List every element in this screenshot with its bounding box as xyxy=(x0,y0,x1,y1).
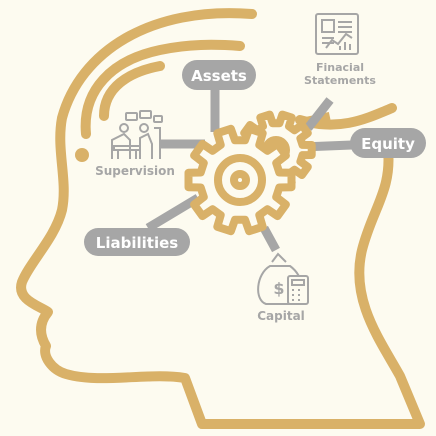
liabilities-pill xyxy=(84,228,190,256)
head-dot xyxy=(75,148,89,162)
report-document-chart-icon xyxy=(315,13,359,55)
brain-curve-outer xyxy=(80,39,245,139)
supervision-text: Supervision xyxy=(95,164,175,178)
money-bag-calculator-icon: $ xyxy=(257,252,309,305)
liabilities-label: Liabilities xyxy=(84,228,190,256)
gear-big-body xyxy=(184,124,296,236)
meeting-people-icon xyxy=(111,110,163,159)
svg-text:$: $ xyxy=(273,279,284,298)
equity-label: Equity xyxy=(350,128,426,158)
gear-big-ring-0 xyxy=(214,154,266,206)
statements-text-line2: Statements xyxy=(304,74,376,87)
equity-pill xyxy=(350,128,426,158)
connector-statements xyxy=(304,97,334,131)
gear-big-ring-1 xyxy=(230,170,250,190)
capital-text: Capital xyxy=(257,309,305,323)
assets-label: Assets xyxy=(182,60,256,90)
statements-text-line1: Finacial xyxy=(316,61,364,74)
liabilities-text: Liabilities xyxy=(96,234,178,252)
brain-curve-inner xyxy=(99,61,165,121)
assets-pill xyxy=(182,60,256,90)
connector-liabilities xyxy=(145,194,201,232)
assets-text: Assets xyxy=(191,67,247,85)
equity-text: Equity xyxy=(361,135,415,153)
large-gear-icon xyxy=(184,124,296,236)
connector-lines xyxy=(145,88,353,253)
head-outline xyxy=(16,8,425,429)
connector-capital xyxy=(260,225,280,253)
